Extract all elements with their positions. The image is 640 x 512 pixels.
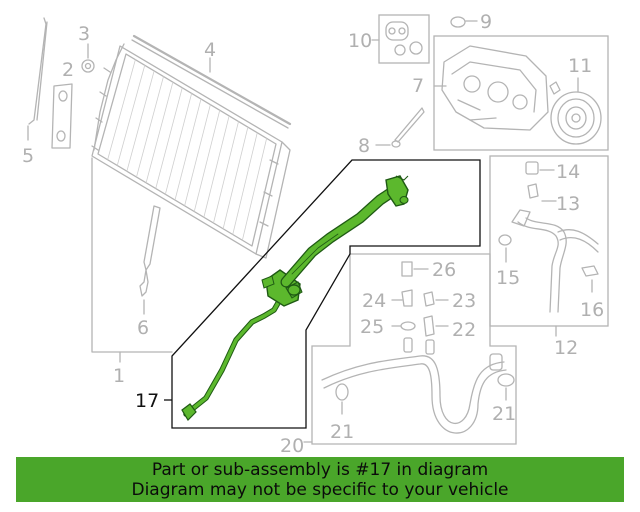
condenser-fin [203, 115, 230, 218]
callout-9[interactable]: 9 [480, 11, 492, 33]
condenser-fin [174, 98, 202, 201]
part-5-strip [27, 17, 48, 141]
part-7-compressor [433, 35, 609, 151]
part-8-bolt [375, 107, 425, 148]
callout-14[interactable]: 14 [556, 161, 580, 183]
condenser-fin [136, 76, 164, 178]
callout-8[interactable]: 8 [358, 135, 370, 157]
part-17-ac-line[interactable] [181, 175, 409, 421]
part-6-drier [139, 205, 161, 315]
condenser-fin [126, 70, 155, 172]
info-banner: Part or sub-assembly is #17 in diagram D… [16, 457, 624, 502]
condenser-fin [213, 121, 239, 224]
condenser-fin [241, 138, 268, 241]
part-20-line-assembly [303, 253, 517, 445]
callout-12[interactable]: 12 [554, 337, 578, 359]
callout-22[interactable]: 22 [452, 319, 476, 341]
callout-17[interactable]: 17 [135, 390, 159, 412]
banner-line-1: Part or sub-assembly is #17 in diagram [151, 460, 489, 480]
callout-23[interactable]: 23 [452, 290, 476, 312]
part-9-o-ring [450, 16, 478, 28]
callout-2[interactable]: 2 [62, 59, 74, 81]
condenser-fin [184, 104, 211, 206]
callout-13[interactable]: 13 [556, 193, 580, 215]
part-12-hose-assembly [489, 155, 609, 337]
callout-24[interactable]: 24 [362, 290, 386, 312]
condenser-fin [222, 127, 249, 229]
callout-7[interactable]: 7 [412, 75, 424, 97]
part-3-bolt [81, 43, 95, 73]
callout-21b[interactable]: 21 [492, 403, 516, 425]
condenser-fin [145, 82, 174, 183]
callout-16[interactable]: 16 [580, 299, 604, 321]
part-10-seal-kit [371, 14, 430, 64]
condenser-fin [107, 59, 136, 160]
condenser-fin [164, 93, 193, 195]
condenser-fin [116, 65, 146, 166]
parts-diagram: 5 2 3 4 1 6 [22, 11, 609, 455]
callout-5[interactable]: 5 [22, 145, 34, 167]
banner-line-2: Diagram may not be specific to your vehi… [131, 480, 509, 500]
part-17-outline-box [164, 159, 481, 429]
part-1-condenser [91, 43, 291, 363]
callout-4[interactable]: 4 [204, 39, 216, 61]
part-2-bracket [51, 83, 73, 149]
callout-26[interactable]: 26 [432, 259, 456, 281]
condenser-fin [155, 87, 183, 189]
callout-1[interactable]: 1 [113, 365, 125, 387]
callout-11[interactable]: 11 [568, 55, 592, 77]
callout-10[interactable]: 10 [348, 30, 372, 52]
callout-15[interactable]: 15 [496, 267, 520, 289]
condenser-fin [232, 132, 258, 235]
callout-20[interactable]: 20 [280, 435, 304, 455]
condenser-fin [193, 110, 221, 212]
callout-21a[interactable]: 21 [330, 421, 354, 443]
callout-25[interactable]: 25 [360, 316, 384, 338]
callout-3[interactable]: 3 [78, 23, 90, 45]
part-4-seal-strip [131, 34, 292, 129]
callout-6[interactable]: 6 [137, 317, 149, 339]
